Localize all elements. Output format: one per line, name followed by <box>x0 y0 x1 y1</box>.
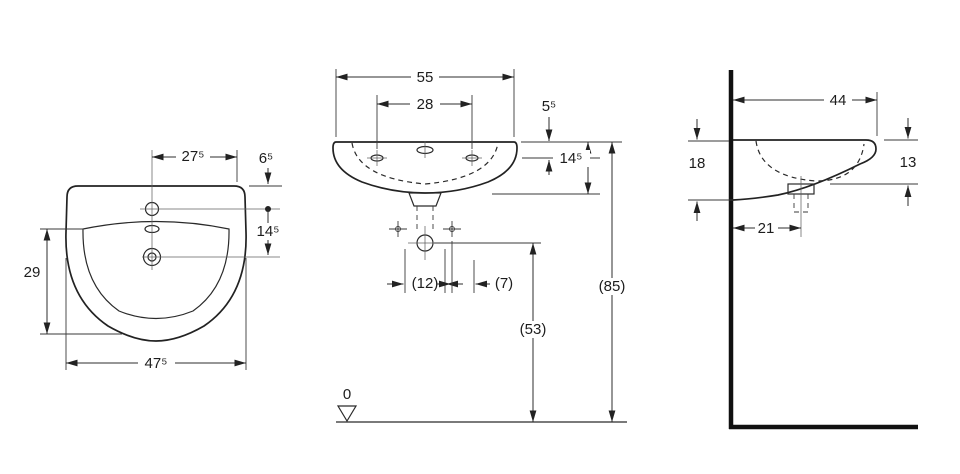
inner-bowl-hidden-line <box>351 142 499 185</box>
dimension-tap-spacing: 28 <box>376 95 473 149</box>
tap-hole-left <box>367 150 387 166</box>
dim-label: 14⁵ <box>560 150 583 167</box>
dimension-rear-height: 18 <box>686 119 733 221</box>
dim-label: 44 <box>830 92 847 109</box>
tap-hole-right <box>462 150 482 166</box>
dimension-front-width: 55 <box>335 69 515 137</box>
dim-label: 13 <box>900 154 917 171</box>
centerlines <box>140 150 280 270</box>
side-view: 44 13 18 21 <box>686 70 920 430</box>
dimension-drain-to-wall: 21 <box>733 220 801 237</box>
dim-label: 55 <box>417 69 434 86</box>
front-view: 55 28 5⁵ 14⁵ <box>332 69 632 423</box>
datum-triangle-icon <box>336 405 358 423</box>
dimension-bowl-depth: 29 <box>20 228 122 335</box>
basin-outer-outline <box>65 185 247 342</box>
datum-label: 0 <box>343 386 351 403</box>
dim-label: 28 <box>417 96 434 113</box>
dimension-fixing-spacing: (12) <box>387 249 463 293</box>
dimension-rim-to-tap: 5⁵ <box>542 98 557 175</box>
dimension-rim-height: (85) <box>592 142 632 422</box>
drain-flange <box>408 192 442 207</box>
dim-label: 18 <box>689 155 706 172</box>
dim-label: (53) <box>520 321 547 338</box>
dimension-tap-center-x: 27⁵ <box>152 148 238 182</box>
dim-label: (85) <box>599 278 626 295</box>
dim-label: (12) <box>412 275 439 292</box>
dimension-drain-height: (53) <box>434 242 553 422</box>
drain-stub-hidden <box>416 206 434 231</box>
dim-label: 47⁵ <box>145 355 168 372</box>
dimension-overall-width: 47⁵ <box>65 258 247 372</box>
dimension-front-edge-height: 13 <box>830 118 920 206</box>
dimension-tap-center-y: 6⁵ <box>249 150 282 212</box>
fixing-hole-left <box>389 221 407 237</box>
dimension-fixing-offset: (7) <box>437 241 513 293</box>
basin-inner-bowl <box>82 220 230 320</box>
dimension-tap-to-drain: 14⁵ <box>250 209 287 255</box>
dimension-side-depth: 44 <box>733 92 878 136</box>
dim-label: 29 <box>24 264 41 281</box>
tap-deck-center-hole <box>416 141 434 158</box>
inner-bowl-hidden-line-side <box>755 140 865 182</box>
dim-label: 6⁵ <box>259 150 274 167</box>
dim-label: 21 <box>758 220 775 237</box>
top-view: 27⁵ 6⁵ 14⁵ 29 47⁵ <box>20 148 287 372</box>
drain-side-detail <box>787 176 815 237</box>
basin-side-profile <box>732 139 877 201</box>
dim-label: (7) <box>495 275 513 292</box>
fixing-hole-right <box>443 221 461 237</box>
dimension-basin-height: 14⁵ <box>553 142 592 194</box>
dim-label: 14⁵ <box>257 223 280 240</box>
dim-label: 5⁵ <box>542 98 557 115</box>
datum-symbol: 0 <box>336 386 358 423</box>
dim-label: 27⁵ <box>182 148 205 165</box>
